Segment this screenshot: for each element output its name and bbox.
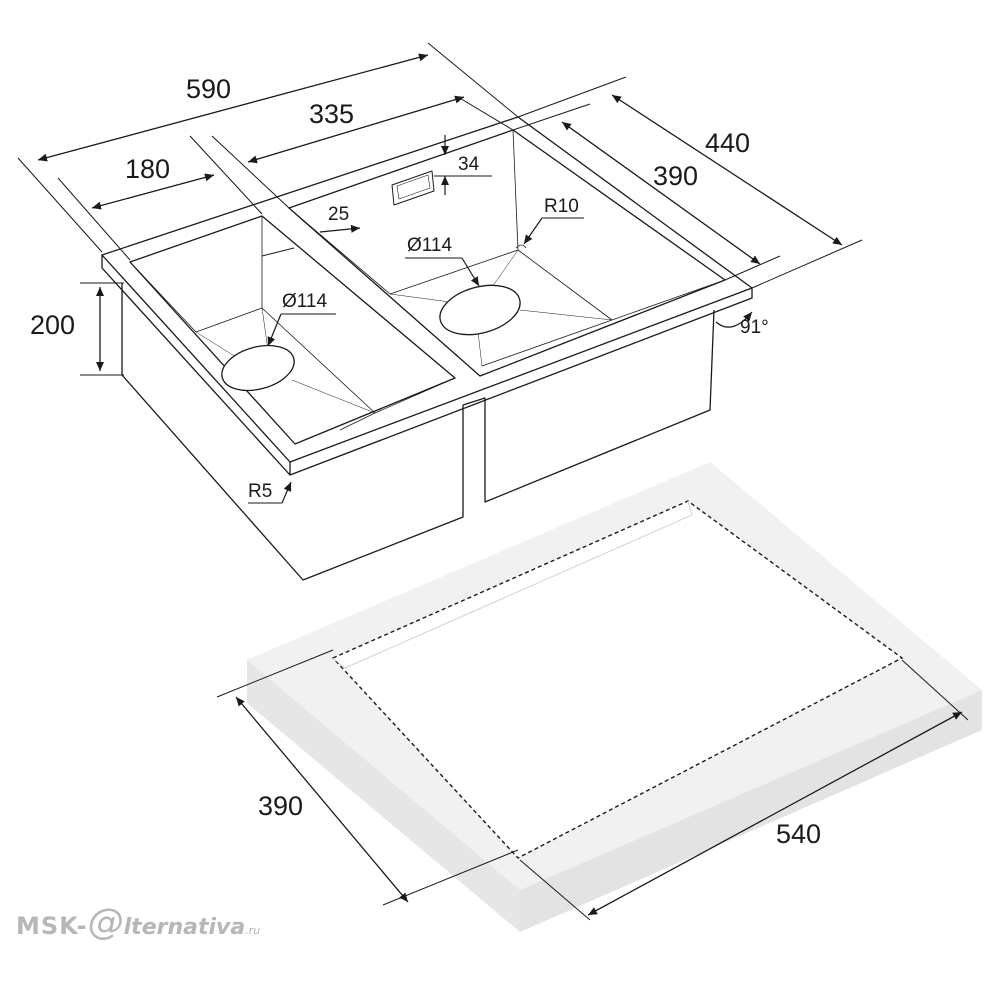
right-drain (439, 284, 521, 336)
small-bowl-width-label: 180 (125, 154, 170, 184)
cutout-width-label: 540 (776, 819, 821, 849)
small-bowl-width-dimension: 180 (57, 135, 263, 261)
cutout-inner-wall-edge (332, 500, 693, 669)
top-radius-callout: R5 (248, 481, 292, 504)
top-offset-dimension: 34 (434, 135, 492, 195)
countertop-slab (247, 462, 982, 932)
watermark-logo: MSK-@lternativa.ru (16, 902, 260, 943)
bowl-depth-label: 390 (653, 161, 698, 191)
rim-offset-dimension: 25 (261, 204, 361, 257)
left-drain-label: Ø114 (282, 291, 328, 312)
overall-width-dimension: 590 (17, 42, 519, 253)
cutout-depth-label: 390 (258, 791, 303, 821)
large-bowl-width-label: 335 (309, 99, 354, 129)
watermark-part3: .ru (245, 924, 261, 937)
corner-radius-label: R10 (544, 196, 579, 217)
right-drain-callout: Ø114 (405, 235, 480, 287)
overall-width-label: 590 (186, 74, 231, 104)
flange-right-edge (289, 288, 753, 476)
right-bowl-floor (389, 249, 613, 367)
bowl-height-label: 200 (30, 310, 75, 340)
cutout-opening (333, 501, 902, 858)
right-bowl-exterior (462, 309, 715, 503)
cutout-width-dimension: 540 (519, 659, 969, 921)
watermark-part2: lternativa (123, 915, 246, 940)
large-bowl-width-dimension: 335 (211, 95, 514, 209)
left-drain (221, 344, 295, 392)
left-bowl-exterior (121, 283, 464, 581)
wall-angle-callout: 91° (715, 311, 769, 338)
bowl-height-dimension: 200 (30, 282, 124, 376)
watermark-part1: MSK- (16, 912, 88, 940)
wall-angle-label: 91° (740, 317, 769, 338)
flange-front-edge (101, 255, 291, 476)
left-bowl-floor (195, 307, 376, 431)
top-offset-label: 34 (458, 154, 480, 175)
left-drain-callout: Ø114 (267, 291, 336, 347)
cutout-dashed-outline (331, 500, 904, 859)
at-sign-icon: @ (87, 902, 124, 943)
top-radius-label: R5 (248, 481, 272, 502)
bowl-depth-dimension: 390 (512, 103, 781, 281)
rim-offset-label: 25 (328, 204, 349, 225)
right-drain-label: Ø114 (407, 235, 453, 256)
overall-depth-label: 440 (705, 128, 750, 158)
logo-plate (391, 170, 435, 206)
cutout-depth-dimension: 390 (216, 649, 519, 906)
corner-radius-callout: R10 (515, 196, 584, 249)
